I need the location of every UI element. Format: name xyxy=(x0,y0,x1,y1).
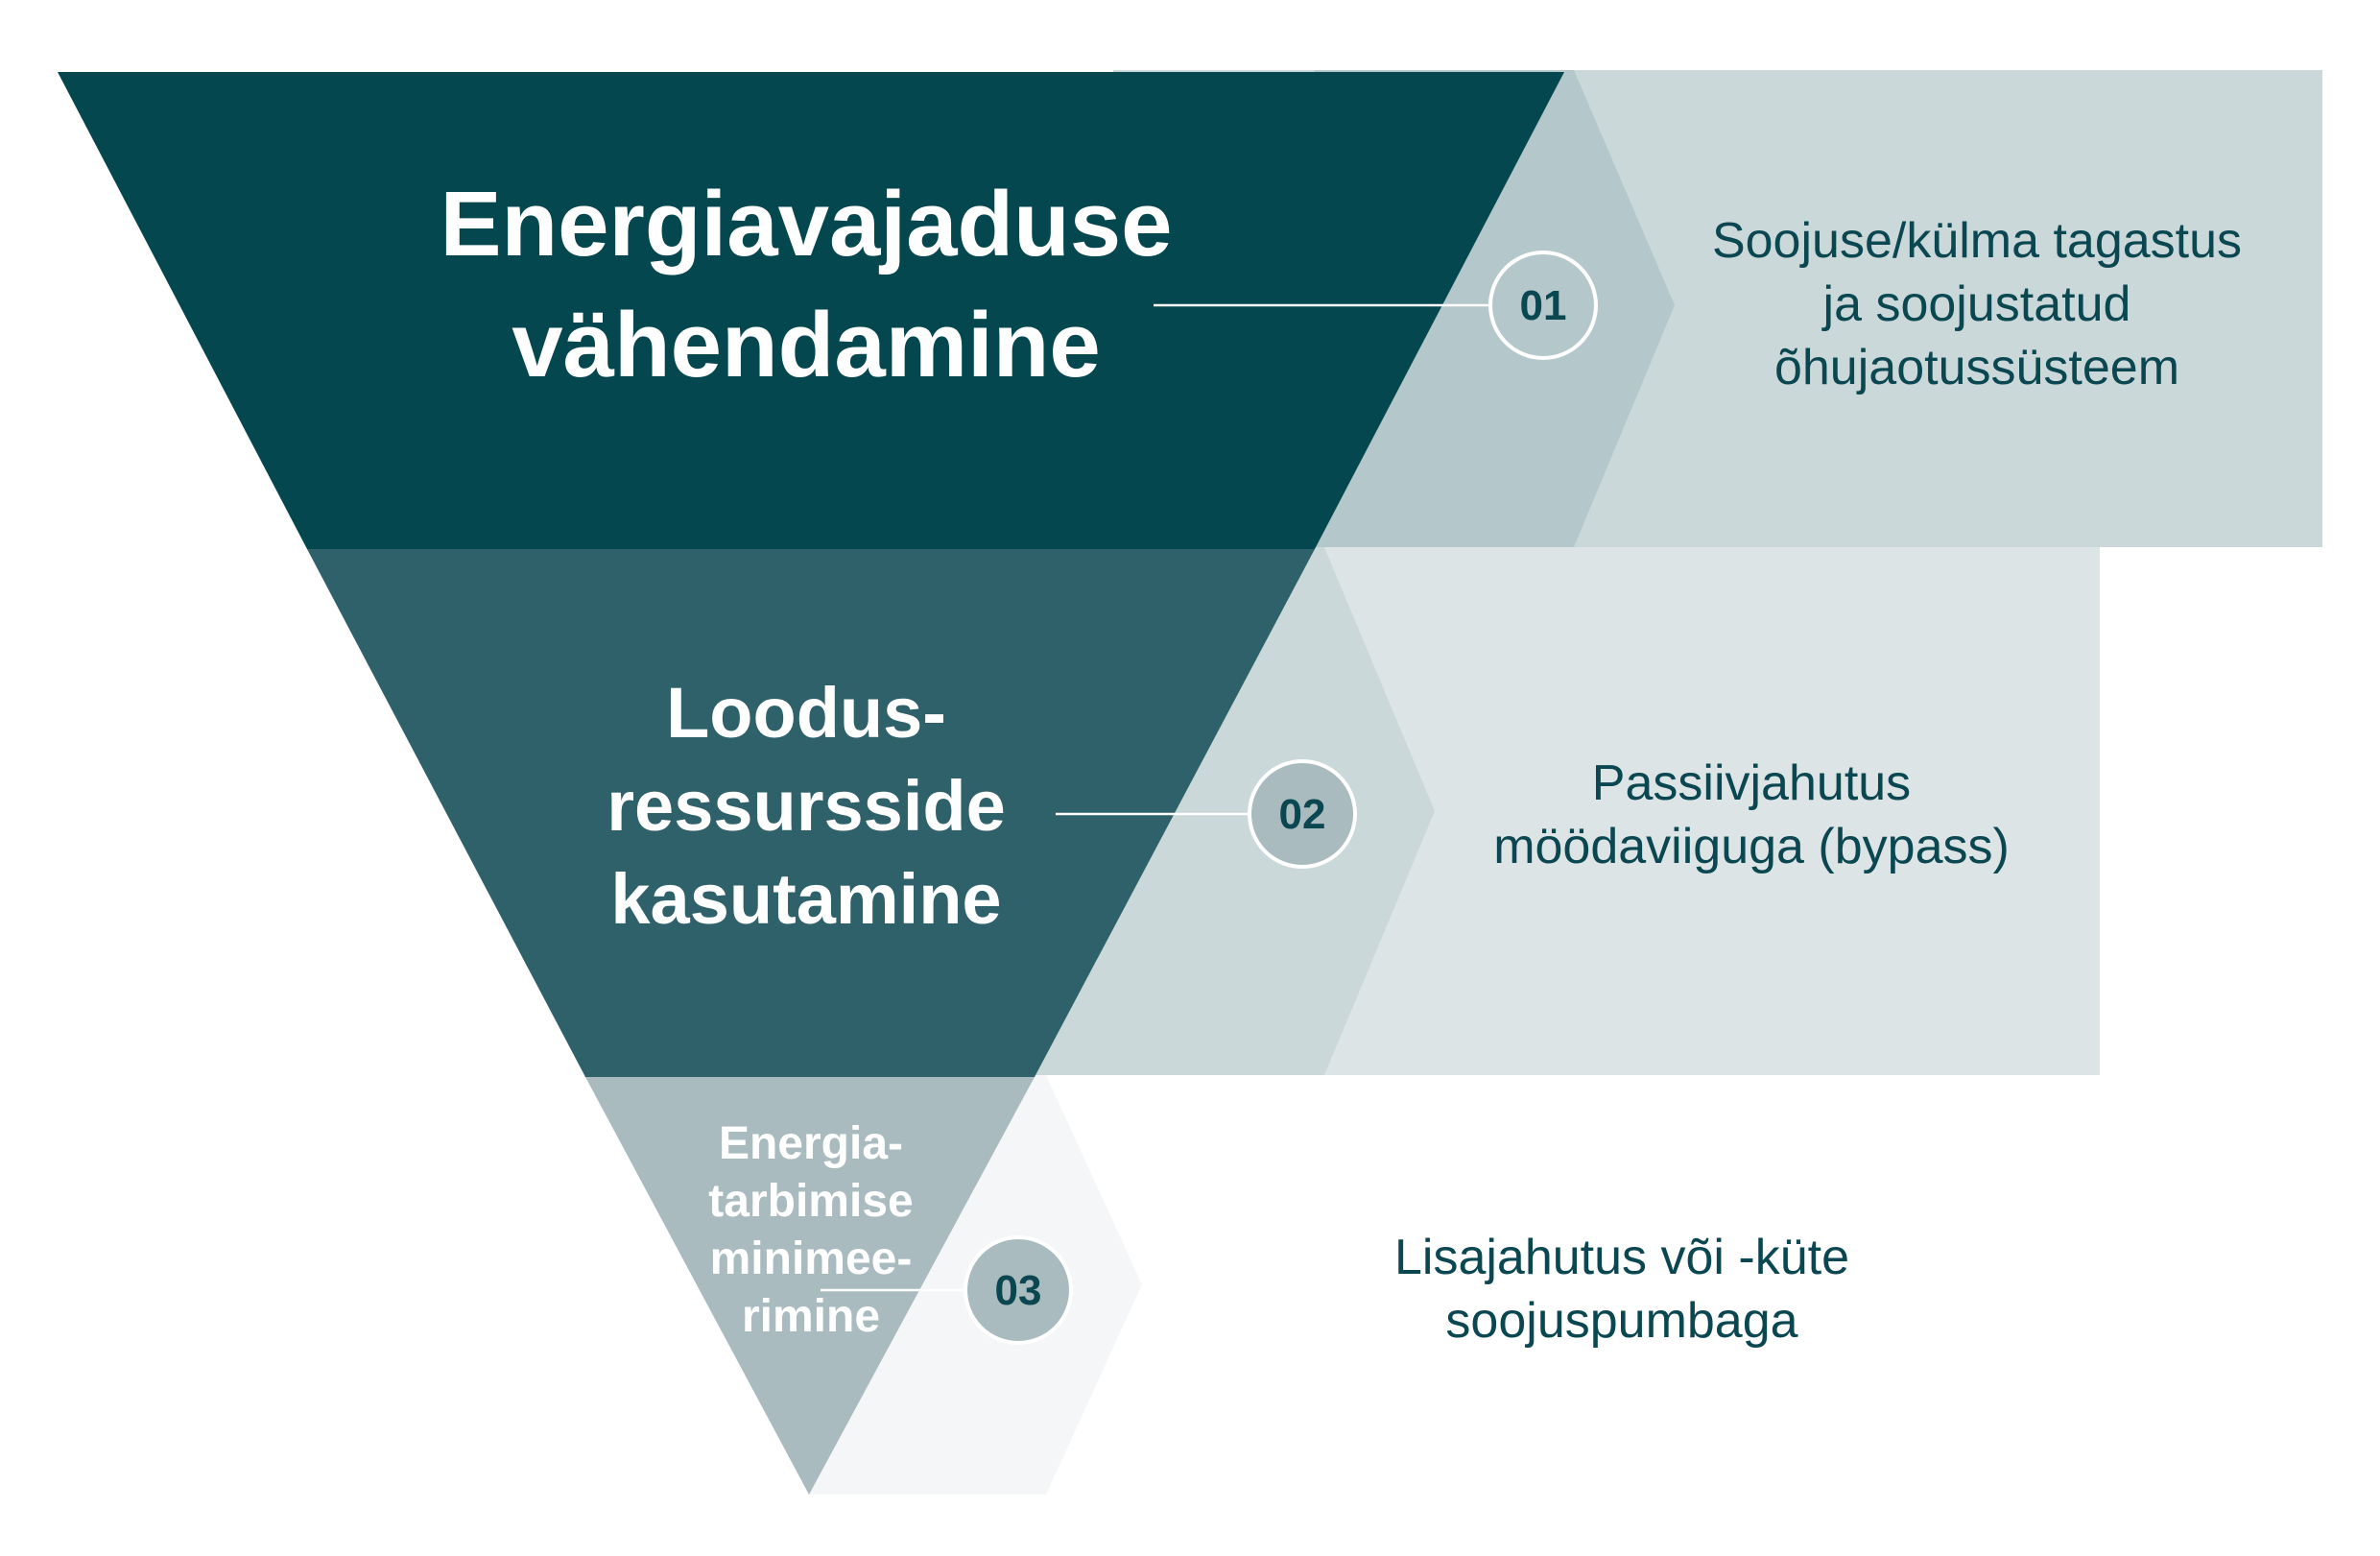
tier-1-title-line-2: vähendamine xyxy=(512,294,1101,396)
tier-3-title-line-3: minimee- xyxy=(710,1233,913,1284)
tier-3-title: Energia- tarbimise minimee- rimine xyxy=(708,1118,913,1342)
tier-2-title-line-2: ressursside xyxy=(607,766,1006,846)
step-number-2: 02 xyxy=(1279,791,1326,838)
step-1-description-line-1: Soojuse/külma tagastus xyxy=(1712,213,2242,269)
step-badge-2: 02 xyxy=(1248,759,1357,869)
step-badge-3: 03 xyxy=(964,1235,1073,1345)
tier-1-title-line-1: Energiavajaduse xyxy=(440,173,1172,275)
tier-2-band xyxy=(307,549,1315,1077)
step-2-description: Passiivjahutus möödaviiguga (bypass) xyxy=(1493,755,2010,874)
tier-2-title-line-1: Loodus- xyxy=(666,673,946,753)
step-2-description-line-1: Passiivjahutus xyxy=(1592,755,1911,811)
step-2-description-line-2: möödaviiguga (bypass) xyxy=(1493,819,2010,874)
tier-3-title-line-4: rimine xyxy=(742,1291,880,1342)
tier-3-band xyxy=(585,1077,1035,1495)
step-3-description-line-2: soojuspumbaga xyxy=(1445,1293,1797,1349)
tier-3-title-line-1: Energia- xyxy=(719,1118,903,1169)
tier-1-title: Energiavajaduse vähendamine xyxy=(440,173,1172,396)
step-3-description-line-1: Lisajahutus või -küte xyxy=(1394,1230,1849,1285)
step-1-description-line-3: õhujaotussüsteem xyxy=(1774,340,2179,395)
tier-2-title-line-3: kasutamine xyxy=(610,859,1001,939)
step-1-description-line-2: ja soojustatud xyxy=(1821,276,2131,332)
step-3-description: Lisajahutus või -küte soojuspumbaga xyxy=(1394,1230,1849,1349)
step-number-1: 01 xyxy=(1520,282,1567,329)
tier-2-title: Loodus- ressursside kasutamine xyxy=(607,673,1006,939)
step-number-3: 03 xyxy=(995,1267,1042,1314)
tier-3-title-line-2: tarbimise xyxy=(708,1176,913,1227)
step-badge-1: 01 xyxy=(1488,251,1598,360)
step-1-description: Soojuse/külma tagastus ja soojustatud õh… xyxy=(1712,213,2242,395)
tier-1-band xyxy=(58,72,1564,549)
